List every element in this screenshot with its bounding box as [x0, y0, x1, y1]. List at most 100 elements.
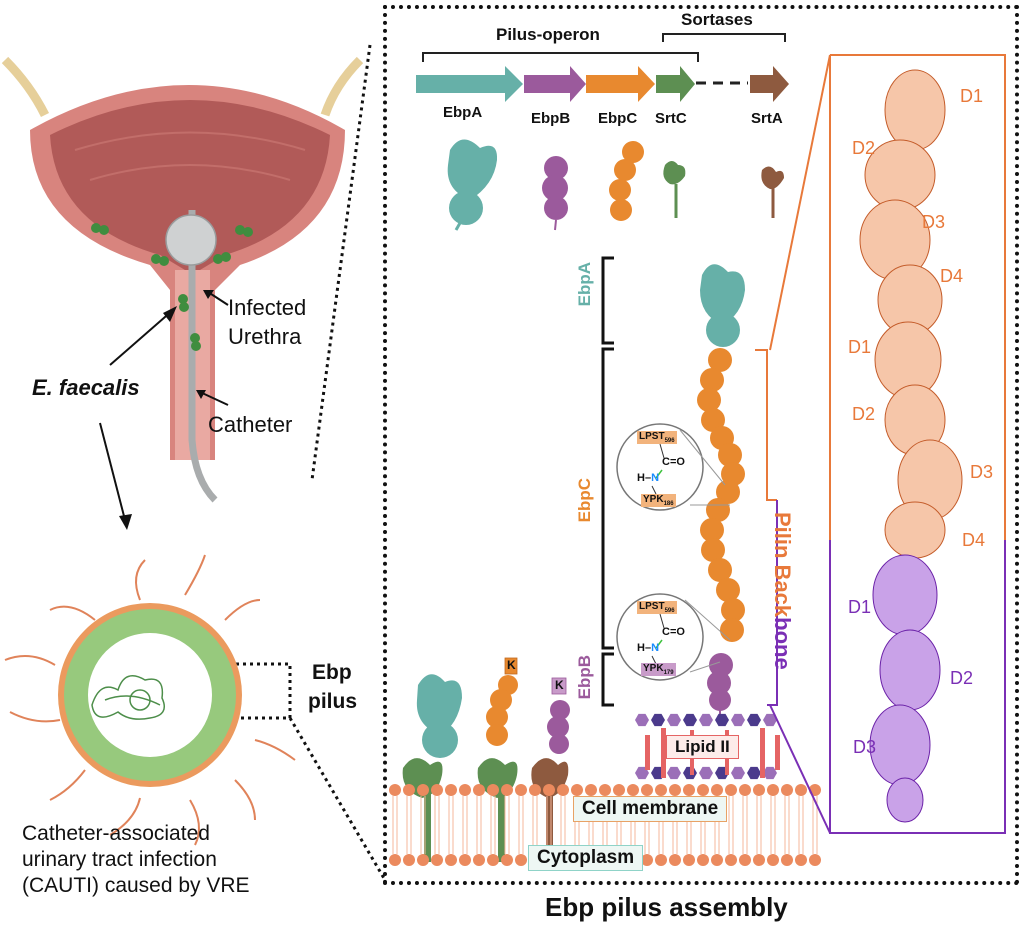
bacteria-clusters [91, 223, 253, 351]
lipid-tail [798, 796, 804, 854]
domain-label-ebpb-d2: D2 [950, 668, 974, 688]
catheter-balloon [165, 214, 217, 266]
assembly-panel-frame [383, 5, 1019, 885]
species-label: E. faecalis [32, 375, 140, 400]
lipid-head [389, 854, 401, 866]
lipid-ii-label: Lipid II [666, 735, 739, 759]
lipid-head [627, 784, 639, 796]
lipid-head [697, 784, 709, 796]
lipid-head [445, 854, 457, 866]
domain-label-ebpc-d2: D2 [852, 404, 876, 424]
arrowhead [196, 390, 206, 399]
lipid-tail [462, 796, 468, 854]
k-tag-bg-1 [504, 657, 518, 675]
lipid-head [725, 784, 737, 796]
arrow-down-to-cell [99, 422, 126, 521]
lipid-tail [392, 796, 398, 854]
lipid-head [683, 854, 695, 866]
lipid-head [697, 854, 709, 866]
ebpA-anchored-icon [416, 674, 462, 758]
bacterial-cell [4, 554, 296, 846]
domain-label-ebpc-d2: D2 [852, 138, 876, 158]
sortases-bracket [662, 33, 786, 42]
lipid-head [417, 784, 429, 796]
dna-icon [91, 675, 165, 720]
gene-arrow-ebpC [586, 66, 655, 102]
sugar-hexagon [715, 713, 729, 727]
caption-line-3: (CAUTI) caused by VRE [22, 874, 250, 897]
lipid-tail [448, 796, 454, 854]
ebpC-bracket [601, 347, 614, 650]
gene-arrows [416, 66, 789, 102]
lipid-head [571, 784, 583, 796]
lipid-head [669, 854, 681, 866]
structure-box-bottom [829, 540, 1006, 834]
linkage-magnifier-2 [616, 593, 704, 681]
lipid-head [403, 854, 415, 866]
caption-line-2: urinary tract infection [22, 848, 217, 871]
lipid-head [795, 784, 807, 796]
lipid-head [767, 854, 779, 866]
lipid-head [753, 854, 765, 866]
lipid-head [431, 784, 443, 796]
lipid-tail [770, 796, 776, 854]
ebpB-anchored-icon [547, 700, 570, 754]
gene-label-ebpB: EbpB [531, 110, 571, 127]
k-tag-1: K [507, 658, 516, 672]
lipid-tail [504, 796, 510, 854]
domain-label-ebpc-d3: D3 [922, 212, 946, 232]
lipid-head [501, 784, 513, 796]
lipid-head [473, 854, 485, 866]
lipid-head [683, 784, 695, 796]
lipid-head [753, 784, 765, 796]
lipid-head [795, 854, 807, 866]
cytoplasm-label: Cytoplasm [528, 845, 644, 871]
linkage-1-carbonyl: C=O [662, 456, 685, 468]
lipid-head [543, 784, 555, 796]
linkage-2-ypk: YPK179 [641, 663, 676, 676]
bracket-label-ebpB: EbpB [575, 655, 594, 700]
sugar-hexagon [763, 766, 777, 780]
k-tag-2: K [555, 678, 564, 692]
sugar-hexagon [635, 713, 649, 727]
arrow-infected-urethra [207, 291, 229, 306]
arrowhead [163, 306, 177, 322]
ebpB-protein-icon [542, 156, 568, 231]
lipid-head [781, 784, 793, 796]
lipid-head [403, 784, 415, 796]
lipid-head [655, 854, 667, 866]
ureter-right [320, 56, 364, 117]
linkage-2-carbonyl: C=O [662, 626, 685, 638]
lipid-head [599, 784, 611, 796]
lipid-head [501, 854, 513, 866]
domain-label-ebpb-d1: D1 [848, 597, 872, 617]
lipid-head [487, 784, 499, 796]
lipid-head [711, 784, 723, 796]
sugar-hexagon [667, 766, 681, 780]
lipid-head [529, 784, 541, 796]
lipid-head [431, 854, 443, 866]
pilus-label: pilus [308, 690, 358, 713]
catheter-label: Catheter [208, 412, 293, 437]
assembled-pilus [697, 264, 745, 720]
gene-label-ebpC: EbpC [598, 110, 638, 127]
pilus-operon-label: Pilus-operon [496, 25, 600, 44]
pilus-base-ebpB [707, 653, 733, 711]
lipid-tail [476, 796, 482, 854]
lipid-head [459, 784, 471, 796]
lipid-head [781, 854, 793, 866]
linkage-2-amide: H–N [637, 642, 660, 654]
domain-label-ebpc-d1: D1 [960, 86, 984, 106]
domain-label-ebpc-d3: D3 [970, 462, 994, 482]
linkage-2-lpst: LPST596 [637, 601, 677, 614]
lipid-tail [490, 796, 496, 854]
gene-arrow-ebpA [416, 66, 523, 102]
lipid-head [739, 854, 751, 866]
backbone-label-part-2: bone [770, 617, 795, 670]
linkage-magnifier-1 [616, 423, 704, 511]
bracket-label-ebpA: EbpA [575, 262, 594, 307]
ureter-left [1, 56, 50, 118]
lipid-tail [560, 796, 566, 854]
gene-arrow-srtA [750, 66, 789, 102]
ebp-label: Ebp [312, 661, 352, 684]
